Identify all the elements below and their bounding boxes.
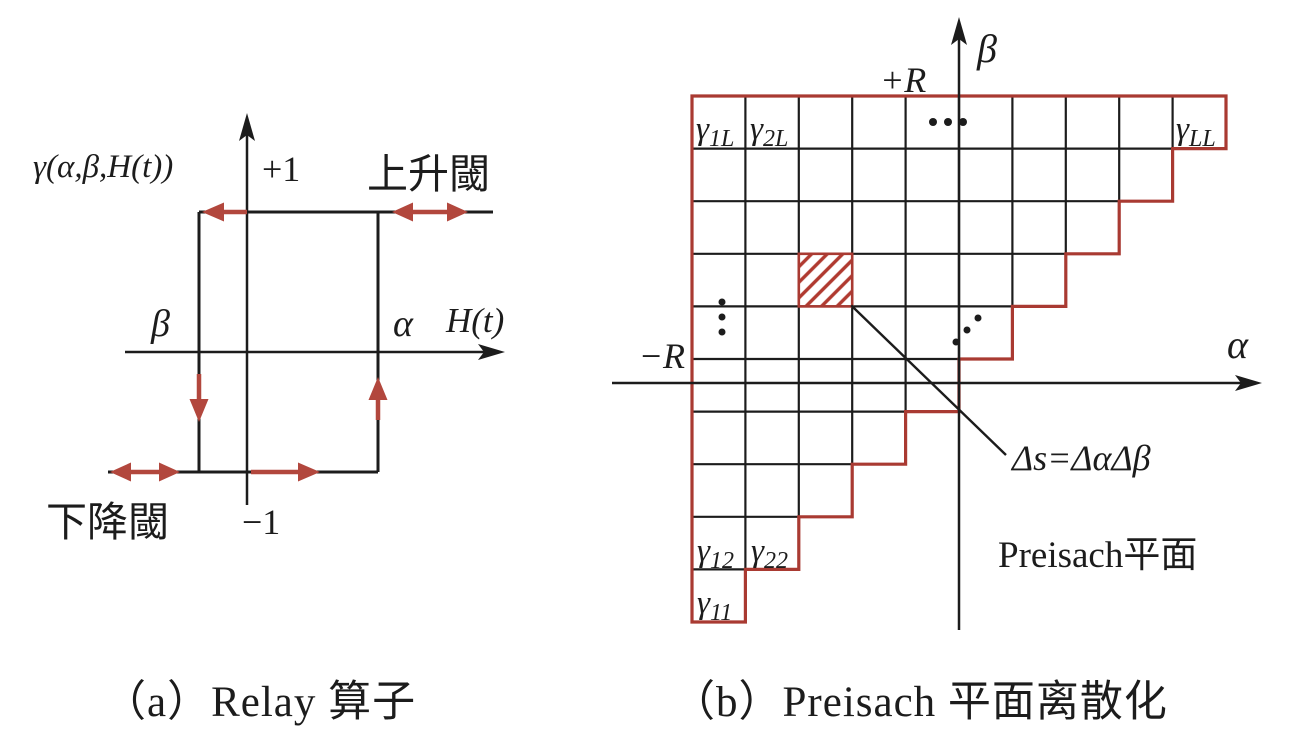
relay-operator-diagram: γ(α,β,H(t)) +1 上升閾 β α H(t) 下降閾 −1	[33, 113, 505, 545]
caption-a: （a）Relay 算子	[103, 678, 416, 726]
alpha-up-arrowhead-icon	[368, 377, 388, 400]
cell-label-gamma-12: γ12	[697, 533, 734, 574]
relay-beta-label: β	[150, 303, 170, 345]
relay-input-axis-label: H(t)	[445, 301, 504, 340]
top-left-arrowhead-icon	[202, 202, 224, 222]
caption-b: （b）Preisach 平面离散化	[672, 678, 1168, 726]
cell-area-formula-label: Δs=ΔαΔβ	[1010, 438, 1151, 478]
left-column-vertical-ellipsis-dots	[718, 298, 726, 336]
falling-threshold-right-arrowhead-icon	[159, 462, 180, 482]
cell-label-gamma-LL: γLL	[1176, 111, 1216, 152]
cell-label-gamma-22: γ22	[751, 533, 788, 574]
plus-r-label: +R	[880, 60, 926, 100]
cell-label-gamma-11: γ11	[697, 585, 732, 626]
relay-plus-one-label: +1	[262, 149, 300, 189]
rising-threshold-label: 上升閾	[367, 151, 490, 197]
relay-alpha-label: α	[393, 303, 414, 345]
relay-output-function-label: γ(α,β,H(t))	[33, 149, 173, 185]
preisach-alpha-axis-arrowhead-icon	[1235, 375, 1262, 391]
cell-label-gamma-1L: γ1L	[696, 111, 734, 152]
minus-r-label: −R	[639, 336, 685, 376]
falling-threshold-left-arrowhead-icon	[110, 462, 131, 482]
rising-threshold-right-arrowhead-icon	[447, 202, 468, 222]
beta-down-arrowhead-icon	[189, 399, 209, 422]
preisach-plane-diagram: β +R −R α Δs=ΔαΔβ Preisach平面 γ1L γ2L γLL…	[612, 17, 1262, 630]
relay-output-axis-arrowhead-icon	[239, 113, 255, 141]
cell-area-leader-line	[850, 304, 1007, 456]
falling-threshold-label: 下降閾	[46, 499, 169, 545]
relay-input-axis-arrowhead-icon	[478, 344, 505, 360]
hatched-unit-cell	[797, 252, 854, 308]
rising-threshold-left-arrowhead-icon	[392, 202, 413, 222]
relay-minus-one-label: −1	[242, 502, 280, 542]
cell-label-gamma-2L: γ2L	[750, 111, 788, 152]
diagonal-ellipsis-dots	[952, 314, 982, 346]
top-row-ellipsis-dots	[929, 118, 967, 126]
preisach-beta-axis-arrowhead-icon	[951, 17, 967, 45]
preisach-plane-name-label: Preisach平面	[998, 535, 1197, 576]
relay-arrows	[110, 202, 468, 482]
bottom-right-arrowhead-icon	[298, 462, 320, 482]
preisach-alpha-axis-label: α	[1227, 322, 1249, 367]
preisach-beta-axis-label: β	[976, 26, 997, 71]
